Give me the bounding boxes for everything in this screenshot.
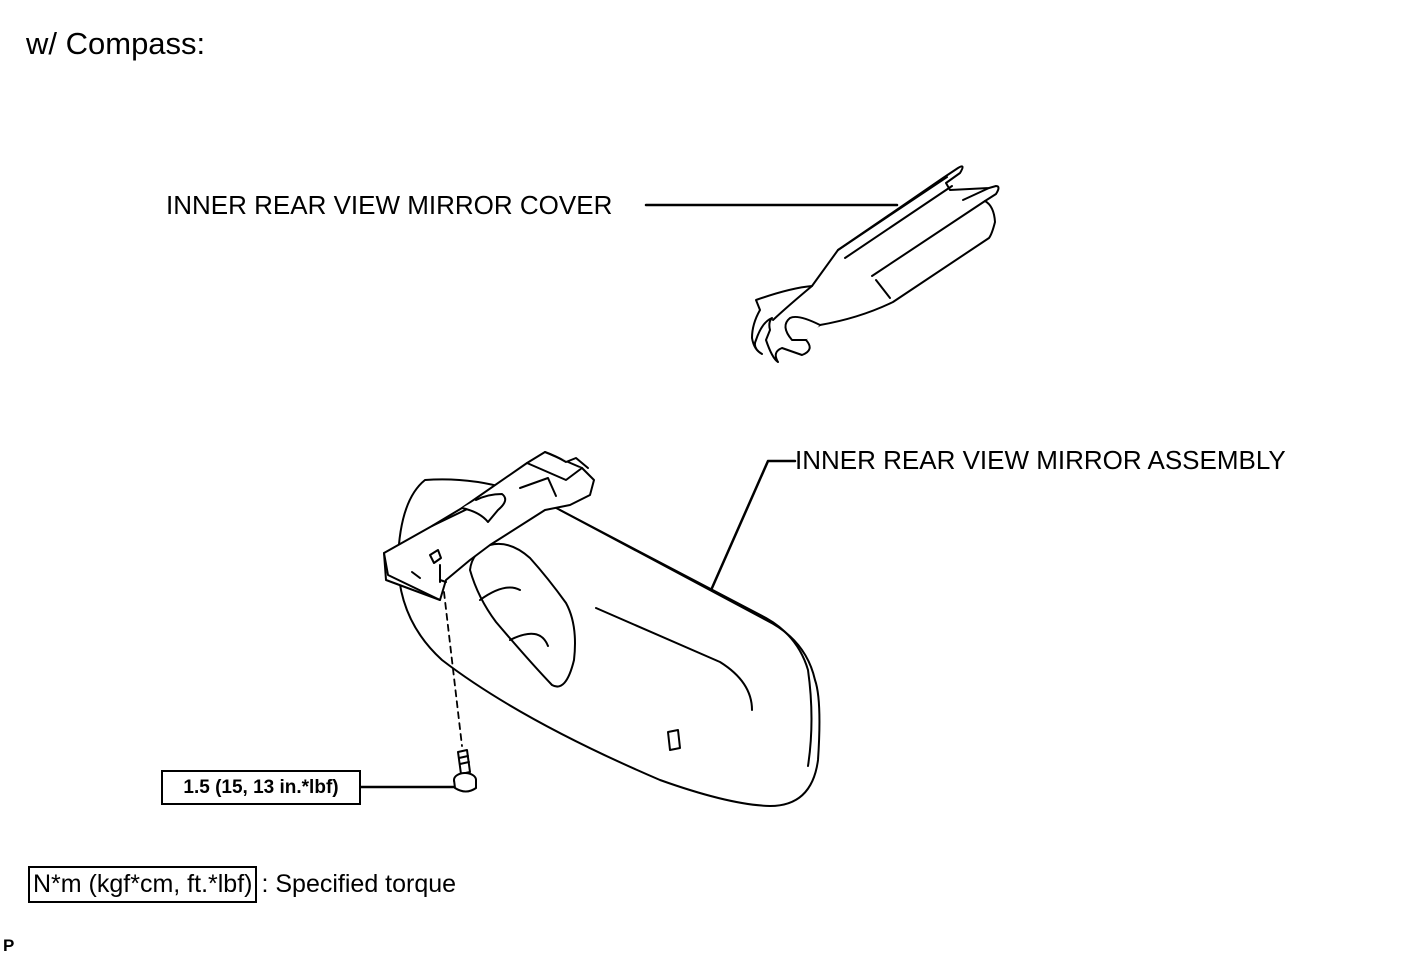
mirror-cover-label: INNER REAR VIEW MIRROR COVER bbox=[166, 190, 613, 220]
screw-part bbox=[443, 591, 477, 793]
mirror-cover-part bbox=[751, 165, 1000, 363]
mirror-assembly-label: INNER REAR VIEW MIRROR ASSEMBLY bbox=[795, 445, 1286, 475]
torque-spec-value: 1.5 (15, 13 in.*lbf) bbox=[183, 776, 339, 798]
legend-unit-box: N*m (kgf*cm, ft.*lbf) bbox=[28, 866, 258, 903]
assembly-leader-line bbox=[710, 459, 797, 590]
mirror-body-part bbox=[397, 478, 821, 807]
page-heading: w/ Compass: bbox=[26, 26, 206, 61]
mirror-bracket-part bbox=[383, 451, 595, 601]
corner-mark: P bbox=[3, 936, 15, 955]
legend: N*m (kgf*cm, ft.*lbf) : Specified torque bbox=[28, 866, 456, 903]
torque-spec-box: 1.5 (15, 13 in.*lbf) bbox=[161, 770, 361, 805]
legend-description: : Specified torque bbox=[261, 870, 457, 898]
